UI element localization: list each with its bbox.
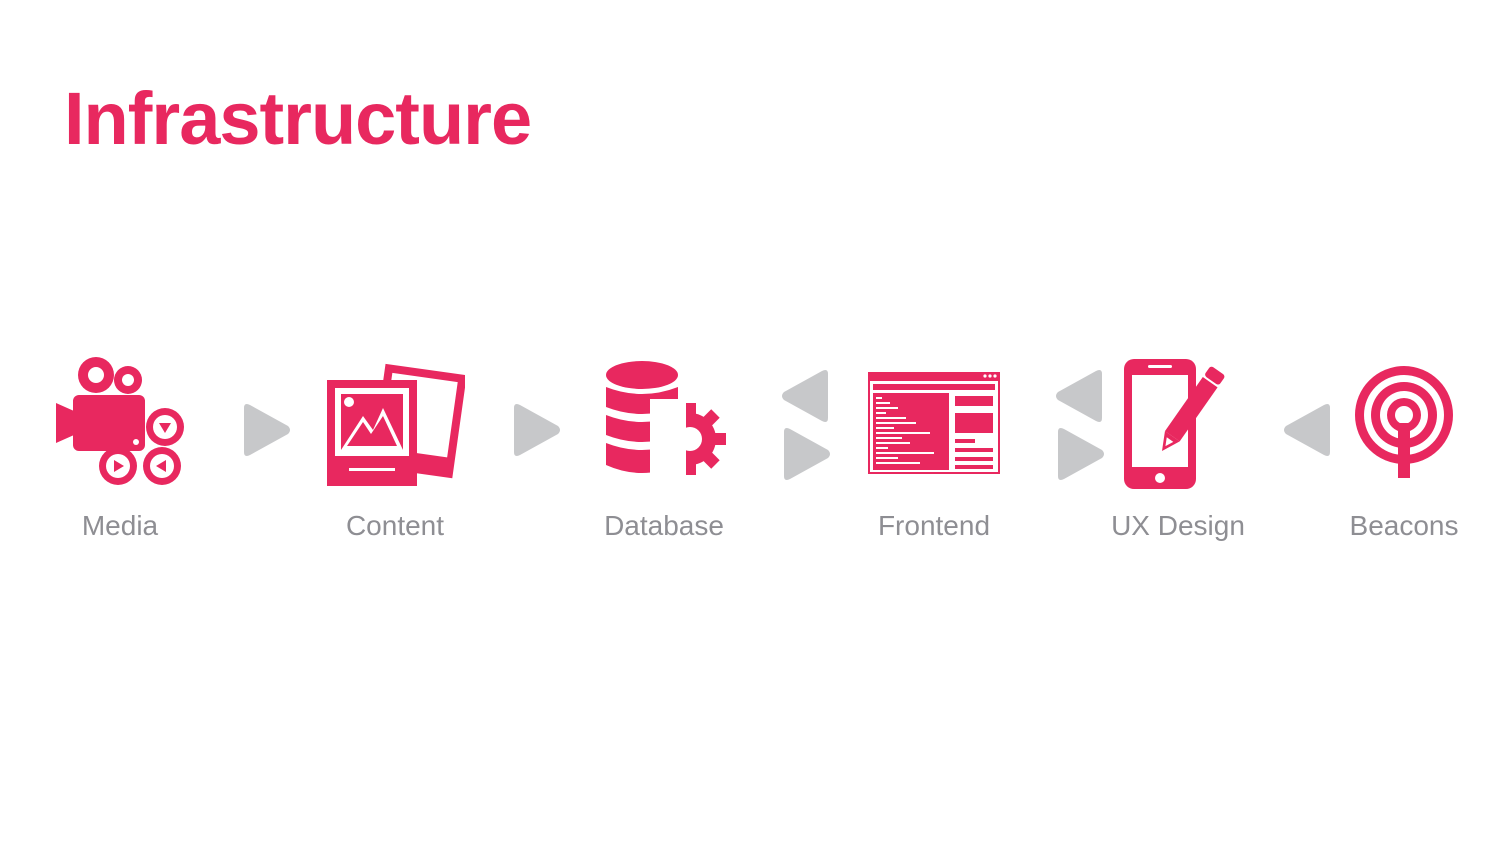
arrow-left-icon	[1284, 404, 1330, 456]
node-label: UX Design	[1111, 510, 1245, 541]
video-camera-icon	[10, 350, 230, 495]
database-gear-icon	[554, 350, 774, 495]
node-label: Database	[604, 510, 724, 541]
node-label: Beacons	[1349, 510, 1459, 541]
photos-icon	[285, 350, 505, 495]
arrow-left-icon	[1056, 370, 1102, 422]
node-frontend: Frontend	[824, 350, 1044, 560]
slide-title: Infrastructure	[64, 77, 532, 160]
arrow-right-icon	[514, 404, 560, 456]
node-media: Media	[10, 350, 230, 560]
phone-pencil-icon	[1068, 350, 1288, 495]
arrow-right-icon	[244, 404, 290, 456]
node-label: Media	[81, 510, 159, 541]
arrow-right-icon	[784, 428, 830, 480]
node-beacons: Beacons	[1294, 350, 1500, 560]
code-browser-icon	[824, 350, 1044, 495]
arrow-right-icon	[1058, 428, 1104, 480]
arrow-left-icon	[782, 370, 828, 422]
node-database: Database	[554, 350, 774, 560]
node-label: Frontend	[877, 510, 991, 541]
beacon-icon	[1294, 350, 1500, 495]
node-ux-design: UX Design	[1068, 350, 1288, 560]
node-content: Content	[285, 350, 505, 560]
node-label: Content	[345, 510, 445, 541]
